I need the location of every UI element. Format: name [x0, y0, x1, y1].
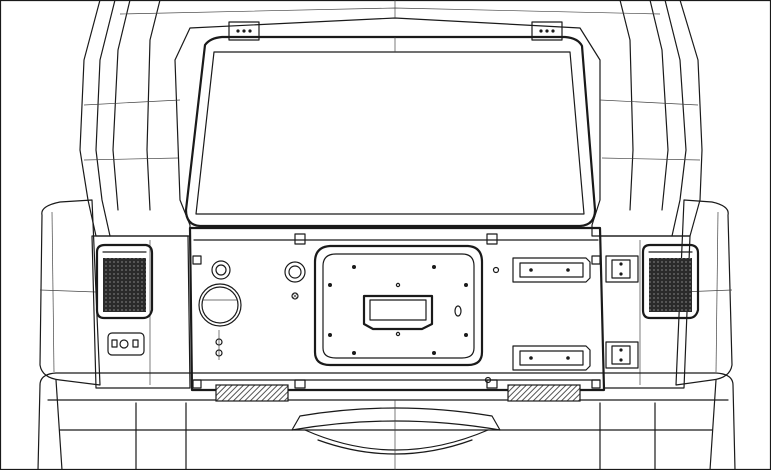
tailgate	[188, 226, 606, 392]
left-fender-flare	[39, 199, 101, 386]
center-bolts	[484, 266, 500, 384]
third-brake-mounts	[228, 21, 563, 41]
upper-hinge-bracket	[512, 257, 591, 283]
license-lamp	[107, 332, 145, 356]
rear-window	[184, 35, 597, 228]
camera	[284, 261, 306, 300]
right-tail-light	[641, 243, 700, 320]
roof	[79, 0, 703, 237]
rear-bumper	[37, 372, 736, 470]
lower-hinge-bracket	[512, 345, 591, 371]
tailgate-hinges	[605, 255, 639, 369]
bumper-step-pads	[215, 384, 581, 402]
left-tail-light	[95, 243, 154, 320]
tailgate-handle-area	[198, 260, 242, 360]
spare-tire-mount-plate	[313, 244, 484, 367]
